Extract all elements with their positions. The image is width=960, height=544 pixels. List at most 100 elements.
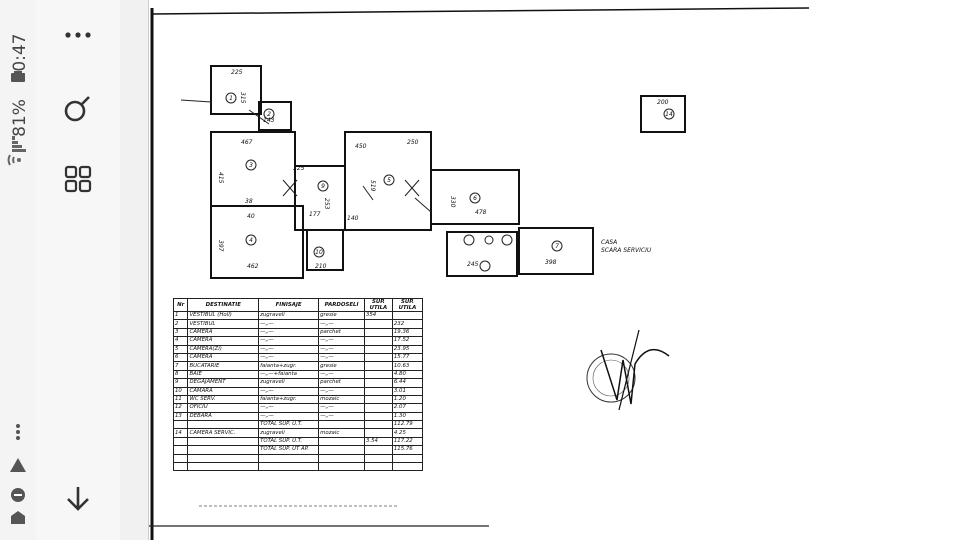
table-cell: 12 [172, 403, 189, 413]
table-cell [258, 453, 320, 464]
col-header: Nr [172, 298, 189, 312]
table-cell: BUCATARIE [187, 361, 260, 371]
table-cell [391, 453, 424, 464]
room-label: 10 [315, 249, 323, 256]
table-cell [318, 420, 365, 430]
signature-stamp [586, 329, 670, 411]
table-cell: —„— [258, 352, 320, 363]
table-cell [363, 361, 393, 371]
table-cell [363, 428, 393, 438]
table-cell: zugraveli [258, 428, 320, 438]
table-cell: —„— [258, 327, 320, 338]
battery-tip [14, 71, 22, 73]
download-button[interactable] [57, 478, 99, 520]
stair-label: SCARA SERVICIU [601, 247, 652, 254]
table-cell [363, 445, 393, 455]
col-header: SUP. UTILA [363, 298, 393, 312]
dim-label: 467 [241, 139, 253, 146]
dim-label: 245 [467, 261, 479, 268]
dim-label: 519 [369, 180, 376, 192]
dim-label: 478 [475, 209, 487, 216]
room-label: 1 [229, 95, 233, 102]
table-cell: 2.07 [391, 403, 424, 413]
grid-icon [64, 165, 92, 193]
floor-plan [210, 65, 686, 279]
nav-rail [36, 0, 121, 540]
table-cell [172, 436, 189, 447]
table-cell [318, 462, 365, 472]
more-button[interactable] [57, 14, 99, 56]
table-cell: CAMERA(Zi) [187, 344, 260, 354]
room-label: 14 [665, 111, 673, 118]
dim-label: 462 [247, 263, 259, 270]
status-bar: 20:47 81% [0, 0, 36, 540]
table-cell: CAMERA [187, 352, 260, 363]
table-cell [363, 344, 393, 354]
dim-label: 450 [355, 143, 367, 150]
stair-label: CASA [601, 239, 617, 246]
table-cell [363, 319, 393, 329]
room-label: 6 [473, 195, 477, 202]
table-cell: 4.80 [391, 369, 424, 380]
col-header: FINISAJE [258, 298, 320, 312]
col-header: DESTINATIE [187, 298, 260, 312]
document-page[interactable]: 1 2 3 4 5 6 7 9 10 14 225 315 143 467 41… [148, 0, 815, 540]
table-cell [187, 436, 260, 447]
table-cell: —„— [318, 336, 365, 346]
dim-label: 143 [263, 117, 275, 124]
table-cell: 354 [363, 310, 393, 321]
table-cell [363, 327, 393, 338]
table-cell [187, 445, 260, 455]
floor-plan-scan: 1 2 3 4 5 6 7 9 10 14 225 315 143 467 41… [149, 7, 810, 540]
table-cell: parchet [318, 327, 365, 338]
table-row [172, 462, 424, 472]
status-battery: 81% [10, 99, 30, 137]
table-cell [363, 411, 393, 422]
table-cell: 5 [172, 344, 189, 354]
grid-button[interactable] [57, 158, 99, 200]
table-cell: CAMERA SERVIC. [187, 428, 260, 438]
dim-label: 253 [323, 198, 330, 210]
table-cell: CAMERA [187, 336, 260, 346]
table-cell [318, 445, 365, 455]
table-cell: —„— [258, 411, 320, 422]
table-cell [258, 462, 320, 472]
table-cell [363, 378, 393, 388]
table-cell: faianta+zugr. [258, 394, 320, 405]
table-cell [363, 420, 393, 430]
table-cell: 23.95 [391, 344, 424, 354]
dim-label: 315 [239, 92, 246, 104]
table-cell [318, 453, 365, 464]
dim-label: 225 [231, 69, 243, 76]
more-vert-icon [65, 32, 91, 38]
table-cell: 6.44 [391, 378, 424, 388]
table-header-row: Nr DESTINATIE FINISAJE PARDOSELI SUP. UT… [172, 298, 424, 312]
table-cell [363, 386, 393, 396]
search-button[interactable] [57, 87, 99, 129]
table-cell: —„— [318, 369, 365, 380]
room-label: 7 [555, 243, 559, 250]
table-cell [363, 453, 393, 464]
status-top-graphic: 20:47 81% [7, 34, 30, 166]
table-cell: faianta+zugr. [258, 361, 320, 371]
table-cell: —„— [318, 411, 365, 422]
table-cell: VESTIBUL (Holl) [187, 310, 260, 321]
table-cell: zugraveli [258, 310, 320, 321]
table-cell: TOTAL SUP. U.T. [258, 436, 320, 447]
dim-label: 38 [245, 198, 253, 205]
table-cell [172, 453, 189, 464]
table-cell: OFICIU [187, 403, 260, 413]
table-cell: VESTIBUL [187, 319, 260, 329]
table-cell [187, 420, 260, 430]
table-cell: 4.25 [391, 428, 424, 438]
table-cell [391, 462, 424, 472]
